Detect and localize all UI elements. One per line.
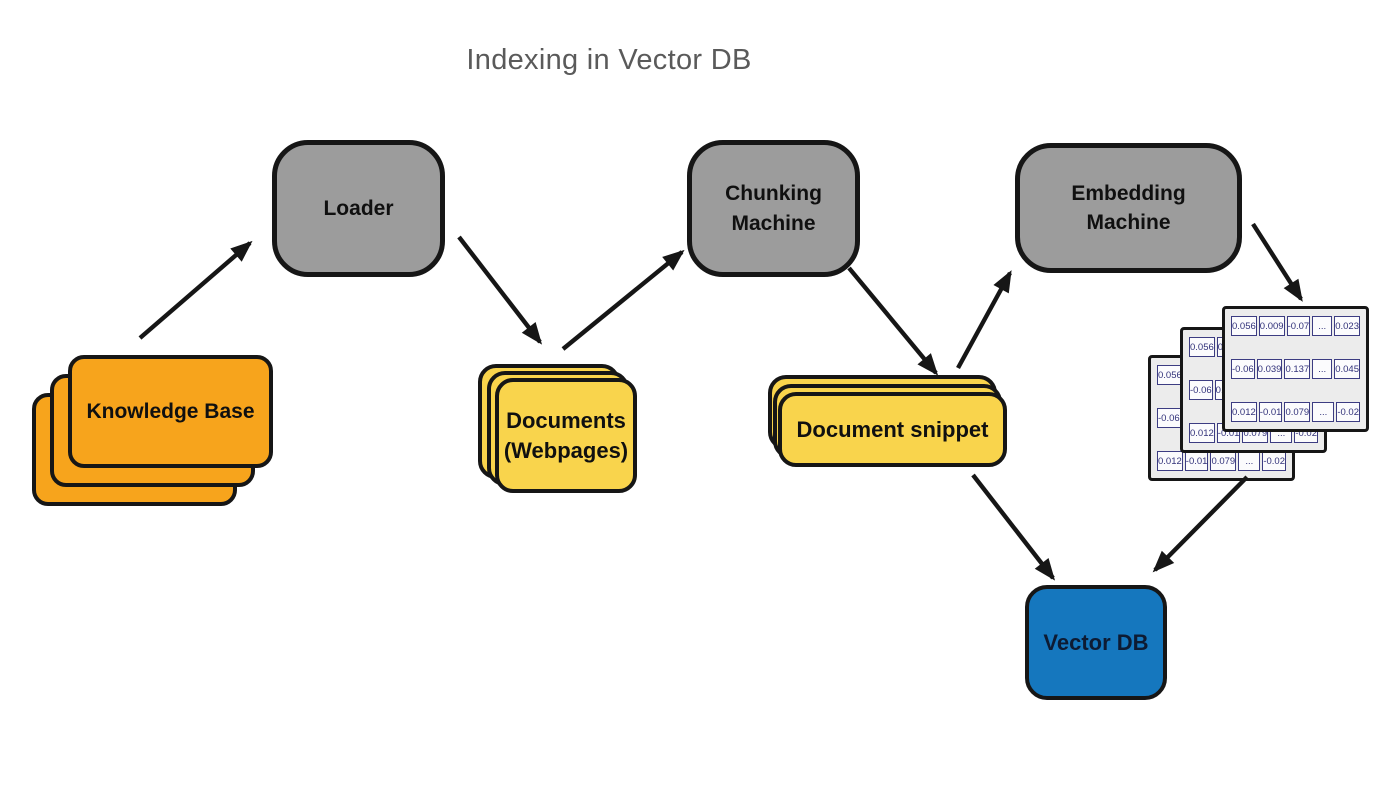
matrix-cell: 0.012 <box>1231 402 1257 422</box>
matrix-cell: 0.045 <box>1334 359 1360 379</box>
arrow-loader-to-documents <box>457 235 543 345</box>
vector-db-node: Vector DB <box>1025 585 1167 700</box>
chunking-machine-label-line2: Machine <box>731 211 816 235</box>
knowledge-base-label: Knowledge Base <box>86 399 255 423</box>
matrix-cell: 0.009 <box>1258 316 1285 336</box>
knowledge-base-node: Knowledge Base <box>68 355 273 468</box>
loader-label: Loader <box>323 196 394 220</box>
arrow-matrix-to-vector-db <box>1152 475 1249 573</box>
arrow-documents-to-chunking-machine <box>561 249 685 351</box>
matrix-cell: -0.07 <box>1286 316 1311 336</box>
matrix-cell: 0.012 <box>1157 451 1183 471</box>
chunking-machine-node: Chunking Machine <box>687 140 860 277</box>
matrix-cell: ... <box>1312 402 1335 422</box>
matrix-cell: 0.137 <box>1284 359 1311 379</box>
matrix-cell: -0.06 <box>1231 359 1255 379</box>
matrix-cell: -0.01 <box>1258 402 1283 422</box>
documents-label-line2: (Webpages) <box>503 437 629 463</box>
embedding-machine-node: Embedding Machine <box>1015 143 1242 273</box>
document-snippet-label: Document snippet <box>796 416 989 442</box>
matrix-cell: 0.023 <box>1334 316 1360 336</box>
document-snippet-node: Document snippet <box>778 392 1007 467</box>
embedding-machine-label-line2: Machine <box>1086 211 1171 234</box>
matrix-cell: -0.06 <box>1157 408 1181 428</box>
matrix-cell: -0.02 <box>1336 402 1360 422</box>
matrix-cell: 0.079 <box>1210 451 1237 471</box>
matrix-cell: ... <box>1238 451 1261 471</box>
arrow-knowledge-base-to-loader <box>138 240 253 340</box>
vector-db-label: Vector DB <box>1043 629 1149 655</box>
matrix-cell: -0.06 <box>1189 380 1213 400</box>
matrix-cell: ... <box>1312 316 1333 336</box>
matrix-cell: 0.079 <box>1284 402 1311 422</box>
matrix-cell: 0.056 <box>1189 337 1215 357</box>
embedding-machine-label-line1: Embedding <box>1071 181 1186 205</box>
arrow-embedding-machine-to-matrix <box>1251 222 1303 302</box>
matrix-cell: -0.02 <box>1262 451 1286 471</box>
diagram-title: Indexing in Vector DB <box>466 44 752 76</box>
documents-node: Documents (Webpages) <box>495 378 637 493</box>
matrix-cell: 0.056 <box>1231 316 1257 336</box>
arrow-document-snippet-to-vector-db <box>971 473 1056 581</box>
chunking-machine-label-line1: Chunking <box>725 182 822 206</box>
matrix-cell: 0.056 <box>1157 365 1183 385</box>
matrix-cell: -0.01 <box>1184 451 1209 471</box>
arrow-chunking-machine-to-document-snippet <box>847 266 939 376</box>
matrix-cell: 0.012 <box>1189 423 1215 443</box>
matrix-cell: ... <box>1312 359 1333 379</box>
documents-label-line1: Documents <box>506 407 626 433</box>
arrow-document-snippet-to-embedding-machine <box>956 270 1012 370</box>
loader-node: Loader <box>272 140 445 277</box>
matrix-cell: 0.039 <box>1256 359 1283 379</box>
